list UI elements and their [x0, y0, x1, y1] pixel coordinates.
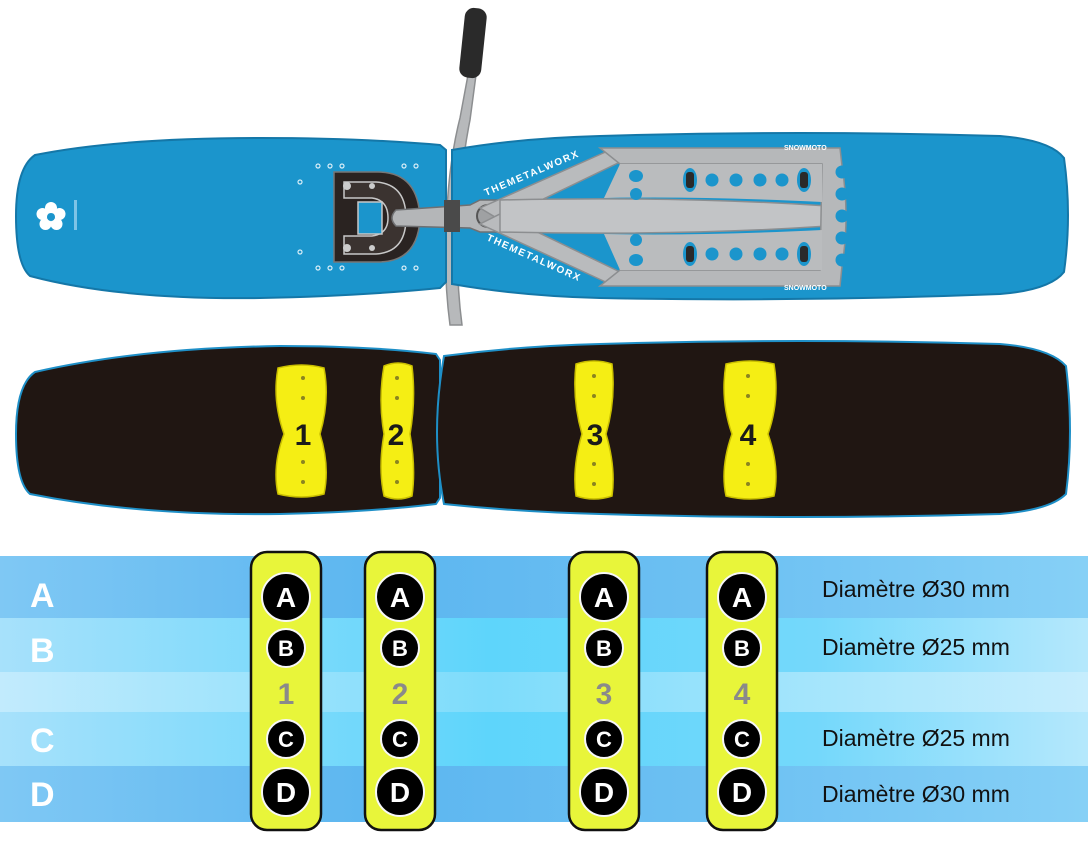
legend-table: A B C D Diamètre Ø30 mm Diamètre Ø25 mm … — [0, 550, 1088, 832]
plate-label-lower: SNOWMOTO — [784, 285, 827, 292]
row-letter-d: D — [30, 776, 55, 814]
pad-number-3: 3 — [587, 419, 604, 452]
legend-column-number: 2 — [392, 678, 409, 711]
hole-chip-b — [266, 628, 306, 668]
legend-column-3: AB CD 3 — [567, 550, 641, 832]
hole-chip-label: D — [390, 777, 410, 808]
hole-chip-label: B — [596, 636, 612, 661]
row-letter-a: A — [30, 577, 55, 615]
hole-chip-label: C — [392, 727, 408, 752]
top-board-view: THEMETALWORX THEMETALWORX SNOWMOTO SNOWM… — [14, 7, 1069, 326]
hole-chip-c — [584, 719, 624, 759]
hole-chip-label: D — [276, 777, 296, 808]
pad-1: 1 — [275, 364, 327, 498]
hole-chip-label: D — [594, 777, 614, 808]
hole-chip-d — [717, 767, 767, 817]
legend-column-pill — [249, 550, 323, 832]
hole-chip-b — [722, 628, 762, 668]
pad-number-2: 2 — [388, 419, 405, 452]
hole-chip-d — [261, 767, 311, 817]
hole-chip-label: A — [276, 582, 296, 613]
hole-chip-d — [579, 767, 629, 817]
legend-column-number: 3 — [596, 678, 613, 711]
row-letter-b: B — [30, 632, 55, 670]
plate-label-upper: SNOWMOTO — [784, 145, 827, 152]
legend-row-band-a — [0, 556, 1088, 618]
pad-3: 3 — [574, 360, 614, 500]
hole-chip-c — [722, 719, 762, 759]
hole-chip-a — [261, 572, 311, 622]
metal-frame — [478, 147, 847, 287]
hole-chip-a — [579, 572, 629, 622]
legend-column-pill — [363, 550, 437, 832]
row-letter-c: C — [30, 722, 55, 760]
hole-chip-d — [375, 767, 425, 817]
row-description-d: Diamètre Ø30 mm — [822, 781, 1010, 807]
hole-chip-label: C — [734, 727, 750, 752]
hole-chip-a — [375, 572, 425, 622]
hole-chip-label: B — [734, 636, 750, 661]
pad-2: 2 — [380, 362, 415, 500]
pad-4: 4 — [723, 360, 777, 500]
brand-mark — [74, 200, 77, 230]
hole-chip-c — [266, 719, 306, 759]
hole-chip-label: C — [278, 727, 294, 752]
hole-chip-label: A — [732, 582, 752, 613]
hole-chip-label: B — [392, 636, 408, 661]
pad-number-1: 1 — [295, 419, 312, 452]
hole-chip-label: C — [596, 727, 612, 752]
legend-column-number: 1 — [278, 678, 295, 711]
legend-row-band-mid — [0, 672, 1088, 712]
hole-chip-a — [717, 572, 767, 622]
legend-row-band-c — [0, 712, 1088, 766]
row-description-b: Diamètre Ø25 mm — [822, 634, 1010, 660]
hole-chip-b — [380, 628, 420, 668]
legend-column-4: AB CD 4 — [705, 550, 779, 832]
front-binding-icon — [333, 171, 421, 263]
legend-column-pill — [705, 550, 779, 832]
legend-row-band-d — [0, 766, 1088, 822]
bottom-board-view: 1 2 3 4 — [14, 340, 1071, 518]
legend-column-number: 4 — [734, 678, 751, 711]
row-description-c: Diamètre Ø25 mm — [822, 725, 1010, 751]
front-ski-base — [14, 344, 441, 516]
front-ski-holes — [297, 163, 419, 271]
flower-logo-icon — [36, 202, 66, 230]
legend-column-pill — [567, 550, 641, 832]
legend-column-2: AB CD 2 — [363, 550, 437, 832]
pad-number-4: 4 — [740, 419, 757, 452]
hole-chip-label: A — [594, 582, 614, 613]
legend-row-band-b — [0, 618, 1088, 672]
legend-column-1: AB CD 1 — [249, 550, 323, 832]
hole-chip-b — [584, 628, 624, 668]
row-description-a: Diamètre Ø30 mm — [822, 576, 1010, 602]
hole-chip-c — [380, 719, 420, 759]
steering-handle-grip — [459, 7, 487, 79]
hole-chip-label: B — [278, 636, 294, 661]
hole-chip-label: D — [732, 777, 752, 808]
hole-chip-label: A — [390, 582, 410, 613]
